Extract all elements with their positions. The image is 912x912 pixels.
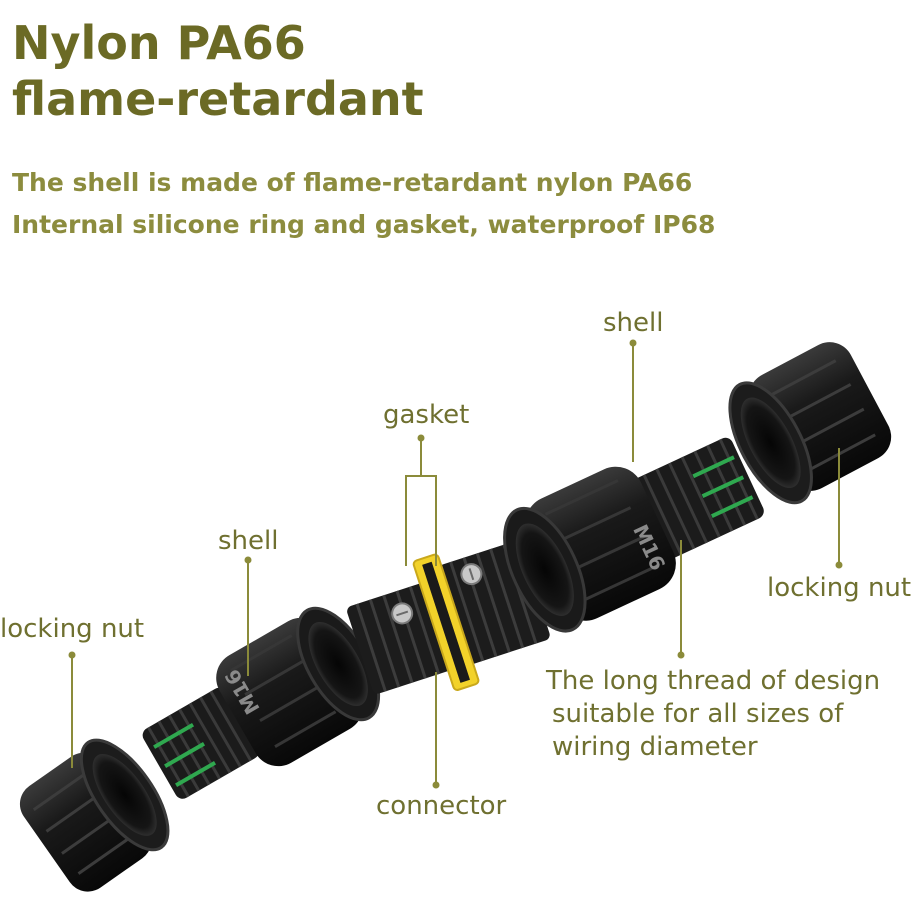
label-connector: connector [376,791,507,821]
right-locking-nut [728,342,892,505]
heading-line-2: flame-retardant [12,72,424,126]
center-connector [347,541,550,694]
label-locking-nut-right: locking nut [767,573,912,603]
thread-line-2: suitable for all sizes of [552,699,844,729]
right-shell: M16 [503,437,764,633]
leader-dots [68,339,843,789]
label-shell-right: shell [603,308,664,338]
feature-line-1: The shell is made of flame-retardant nyl… [12,168,693,197]
left-shell: M16 [142,606,381,799]
heading-line-1: Nylon PA66 [12,16,306,70]
label-shell-left: shell [218,526,279,556]
thread-line-3: wiring diameter [552,732,758,762]
leader-lines [71,343,840,785]
label-locking-nut-left: locking nut [0,614,145,644]
left-locking-nut [19,738,170,892]
label-gasket: gasket [383,400,470,430]
thread-line-1: The long thread of design [546,666,881,696]
feature-line-2: Internal silicone ring and gasket, water… [12,210,716,239]
label-thread-description: The long thread of design suitable for a… [546,665,880,764]
